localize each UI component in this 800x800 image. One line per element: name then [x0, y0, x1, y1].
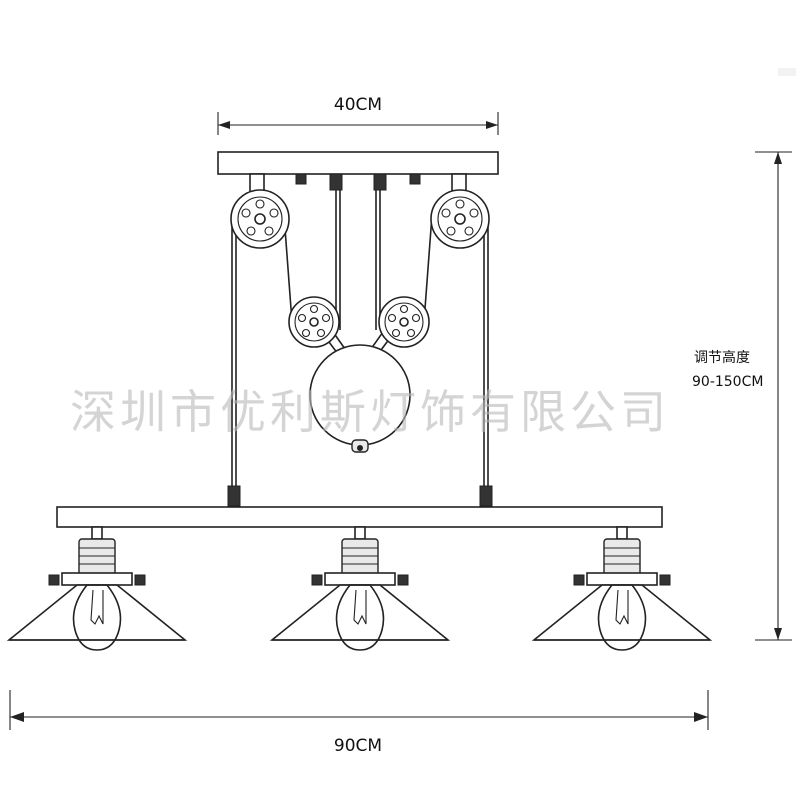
pendant-lamp-center [269, 526, 451, 651]
left-upper-pulley [230, 173, 290, 249]
bottom-dimension: 90CM [9, 690, 709, 756]
bar-hardware [295, 173, 421, 191]
cord-clamps [227, 485, 493, 507]
lower-pulley-assembly [288, 296, 430, 363]
watermark-text: 深圳市优利斯灯饰有限公司 [70, 385, 670, 439]
height-dimension: 调节高度 90-150CM [692, 151, 792, 641]
ceiling-bar [217, 151, 499, 175]
right-upper-pulley [430, 173, 490, 249]
top-width-label: 40CM [334, 95, 382, 115]
lamp-bar [56, 506, 663, 528]
corner-mark [778, 68, 796, 76]
counterweight-ball [309, 344, 411, 453]
top-dimension: 40CM [217, 95, 499, 135]
pendant-lamp-right [531, 526, 713, 651]
height-range-label: 90-150CM [692, 374, 763, 390]
bottom-width-label: 90CM [334, 736, 382, 756]
pendant-lamp-left [6, 526, 188, 651]
height-label: 调节高度 [694, 349, 750, 366]
